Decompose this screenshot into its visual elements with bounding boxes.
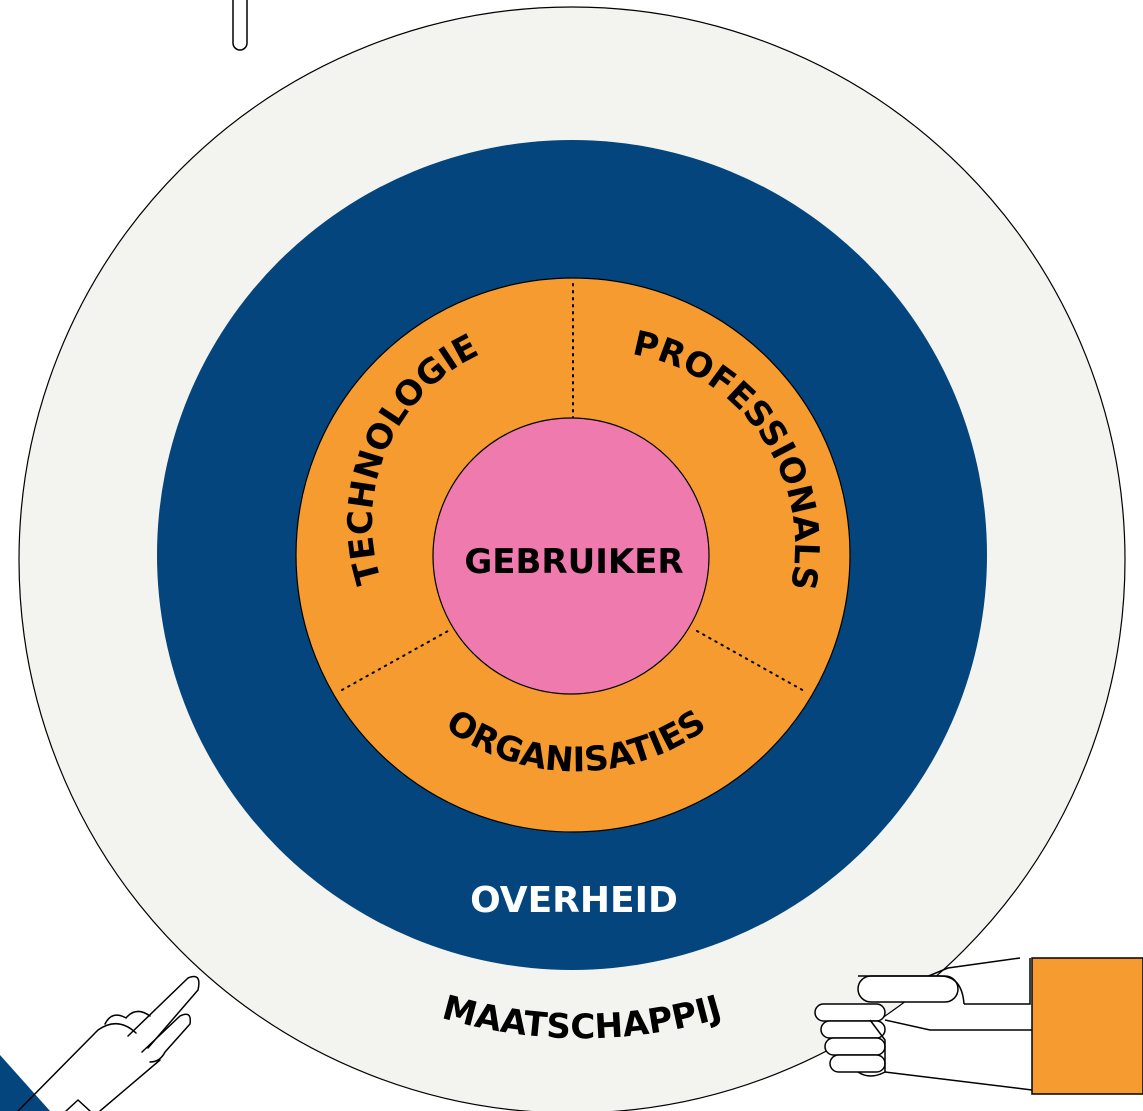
hand-bottom-right-decoration bbox=[814, 957, 1143, 1095]
divider-left bbox=[341, 630, 449, 691]
label-gebruiker: GEBRUIKER bbox=[464, 542, 683, 582]
hand-bottom-left-decoration bbox=[0, 975, 200, 1111]
center-gebruiker bbox=[432, 417, 710, 695]
label-overheid: OVERHEID bbox=[470, 880, 678, 921]
divider-right bbox=[696, 630, 807, 693]
pointer-top-decoration bbox=[232, 0, 248, 51]
